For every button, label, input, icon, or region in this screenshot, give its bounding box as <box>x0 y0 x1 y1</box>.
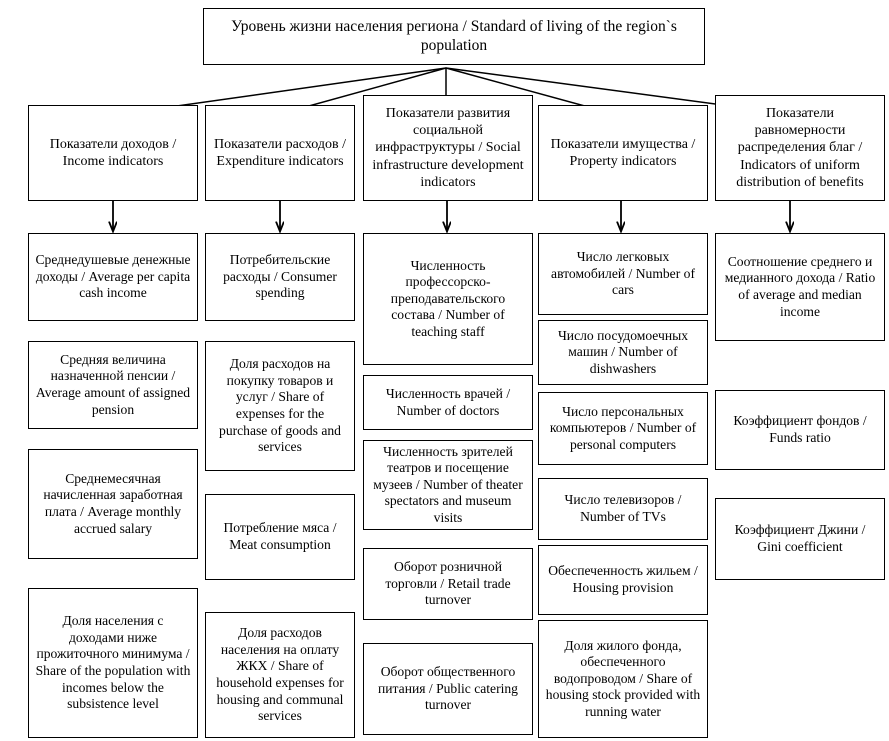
category-node-expenditure[interactable]: Показатели расходов / Expenditure indica… <box>205 105 355 201</box>
leaf-label-social-0: Численность профессорско-преподавательск… <box>390 257 506 339</box>
leaf-label-property-0: Число легковых автомобилей / Number of c… <box>551 249 695 298</box>
leaf-label-property-4: Обеспеченность жильем / Housing provisio… <box>548 563 698 595</box>
root-node[interactable]: Уровень жизни населения региона / Standa… <box>203 8 705 65</box>
category-node-property[interactable]: Показатели имущества / Property indicato… <box>538 105 708 201</box>
category-node-social-infrastructure[interactable]: Показатели развития социальной инфрастру… <box>363 95 533 201</box>
leaf-node-income-3[interactable]: Доля населения с доходами ниже прожиточн… <box>28 588 198 738</box>
leaf-node-social-0[interactable]: Численность профессорско-преподавательск… <box>363 233 533 365</box>
leaf-label-uniform-0: Соотношение среднего и медианного дохода… <box>724 253 876 319</box>
leaf-label-property-2: Число персональных компьютеров / Number … <box>549 403 697 452</box>
leaf-node-expenditure-2[interactable]: Потребление мяса / Meat consumption <box>205 494 355 580</box>
category-node-income[interactable]: Показатели доходов / Income indicators <box>28 105 198 201</box>
leaf-label-property-3: Число телевизоров / Number of TVs <box>564 492 682 524</box>
leaf-node-property-4[interactable]: Обеспеченность жильем / Housing provisio… <box>538 545 708 615</box>
leaf-label-uniform-1: Коэффициент фондов / Funds ratio <box>733 413 867 445</box>
leaf-label-income-3: Доля населения с доходами ниже прожиточн… <box>35 613 191 712</box>
category-label-income: Показатели доходов / Income indicators <box>49 136 177 169</box>
leaf-label-property-5: Доля жилого фонда, обеспеченного водопро… <box>545 637 701 719</box>
leaf-node-property-0[interactable]: Число легковых автомобилей / Number of c… <box>538 233 708 315</box>
leaf-node-social-2[interactable]: Численность зрителей театров и посещение… <box>363 440 533 530</box>
leaf-label-social-1: Численность врачей / Number of doctors <box>385 385 511 418</box>
leaf-label-income-1: Средняя величина назначенной пенсии / Av… <box>35 351 191 417</box>
leaf-node-social-3[interactable]: Оборот розничной торговли / Retail trade… <box>363 548 533 620</box>
leaf-node-property-3[interactable]: Число телевизоров / Number of TVs <box>538 478 708 540</box>
leaf-label-social-3: Оборот розничной торговли / Retail trade… <box>385 559 511 608</box>
leaf-label-expenditure-1: Доля расходов на покупку товаров и услуг… <box>219 356 341 455</box>
leaf-node-property-5[interactable]: Доля жилого фонда, обеспеченного водопро… <box>538 620 708 738</box>
leaf-node-property-1[interactable]: Число посудомоечных машин / Number of di… <box>538 320 708 385</box>
leaf-node-expenditure-3[interactable]: Доля расходов населения на оплату ЖКХ / … <box>205 612 355 738</box>
leaf-label-expenditure-0: Потребительские расходы / Consumer spend… <box>223 252 337 301</box>
leaf-label-expenditure-3: Доля расходов населения на оплату ЖКХ / … <box>216 625 344 724</box>
leaf-label-property-1: Число посудомоечных машин / Number of di… <box>557 327 689 376</box>
leaf-node-income-0[interactable]: Среднедушевые денежные доходы / Average … <box>28 233 198 321</box>
category-label-uniform-distribution: Показатели равномерности распределения б… <box>736 106 864 190</box>
category-label-property: Показатели имущества / Property indicato… <box>550 136 696 169</box>
leaf-label-expenditure-2: Потребление мяса / Meat consumption <box>223 520 337 552</box>
leaf-node-property-2[interactable]: Число персональных компьютеров / Number … <box>538 392 708 465</box>
leaf-label-income-2: Среднемесячная начисленная заработная пл… <box>43 470 183 536</box>
category-label-social-infrastructure: Показатели развития социальной инфрастру… <box>372 106 524 190</box>
leaf-label-social-2: Численность зрителей театров и посещение… <box>373 443 523 525</box>
leaf-node-uniform-2[interactable]: Коэффициент Джини / Gini coefficient <box>715 498 885 580</box>
leaf-node-social-1[interactable]: Численность врачей / Number of doctors <box>363 375 533 430</box>
category-node-uniform-distribution[interactable]: Показатели равномерности распределения б… <box>715 95 885 201</box>
leaf-node-income-1[interactable]: Средняя величина назначенной пенсии / Av… <box>28 341 198 429</box>
leaf-label-uniform-2: Коэффициент Джини / Gini coefficient <box>734 522 866 554</box>
leaf-node-uniform-0[interactable]: Соотношение среднего и медианного дохода… <box>715 233 885 341</box>
leaf-label-income-0: Среднедушевые денежные доходы / Average … <box>35 252 191 301</box>
leaf-node-expenditure-0[interactable]: Потребительские расходы / Consumer spend… <box>205 233 355 321</box>
leaf-label-social-4: Оборот общественного питания / Public ca… <box>378 664 518 713</box>
leaf-node-expenditure-1[interactable]: Доля расходов на покупку товаров и услуг… <box>205 341 355 471</box>
leaf-node-social-4[interactable]: Оборот общественного питания / Public ca… <box>363 643 533 735</box>
category-label-expenditure: Показатели расходов / Expenditure indica… <box>213 136 347 169</box>
category-to-first-item-edges <box>113 201 790 231</box>
leaf-node-income-2[interactable]: Среднемесячная начисленная заработная пл… <box>28 449 198 559</box>
root-node-label: Уровень жизни населения региона / Standa… <box>231 17 677 54</box>
leaf-node-uniform-1[interactable]: Коэффициент фондов / Funds ratio <box>715 390 885 470</box>
